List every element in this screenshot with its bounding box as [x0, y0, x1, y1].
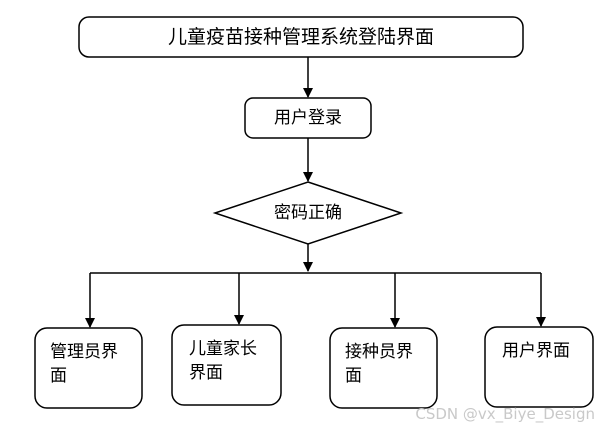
parent-interface-label-line2: 界面: [189, 363, 223, 383]
login-label: 用户登录: [274, 108, 342, 128]
title-box: [78, 16, 524, 58]
title-label: 儿童疫苗接种管理系统登陆界面: [168, 26, 434, 48]
decision-label: 密码正确: [274, 203, 342, 223]
parent-interface-label-line1: 儿童家长: [189, 339, 257, 359]
vaccinator-interface-label-line1: 接种员界: [345, 342, 413, 362]
admin-interface-box: [34, 327, 143, 409]
user-interface-box: [484, 326, 594, 408]
admin-interface-label-line1: 管理员界: [50, 342, 118, 362]
vaccinator-interface-box: [329, 327, 438, 409]
parent-interface-box: [171, 324, 282, 406]
vaccinator-interface-label-line2: 面: [345, 366, 362, 386]
watermark: CSDN @vx_Biye_Design: [415, 405, 595, 423]
user-interface-label-line1: 用户界面: [502, 341, 570, 361]
admin-interface-label-line2: 面: [50, 366, 67, 386]
